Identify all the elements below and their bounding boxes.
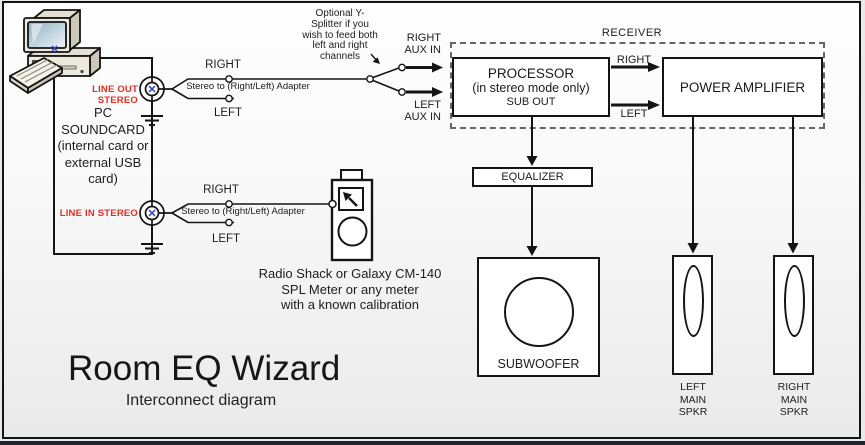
pc-soundcard-label: PC SOUNDCARD (internal card or external … <box>57 105 149 186</box>
equalizer-label: EQUALIZER <box>501 171 564 183</box>
adapter-in-label: Stereo to (Right/Left) Adapter <box>181 206 305 217</box>
receiver-label: RECEIVER <box>601 27 663 39</box>
subwoofer-label: SUBWOOFER <box>497 357 580 371</box>
page-subtitle: Interconnect diagram <box>125 392 277 409</box>
processor-mode-label: (in stereo mode only) <box>472 80 590 95</box>
spl-meter-note: Radio Shack or Galaxy CM-140 SPL Meter o… <box>258 266 442 312</box>
subwoofer-box: SUBWOOFER <box>477 257 600 377</box>
processor-label: PROCESSOR <box>487 65 575 81</box>
adapter-out-left-label: LEFT <box>213 107 243 119</box>
left-speaker-driver-icon <box>682 265 704 337</box>
left-aux-in-label: LEFT AUX IN <box>404 99 441 123</box>
line-out-stereo-label: LINE OUT STEREO <box>92 84 138 106</box>
line-in-stereo-label: LINE IN STEREO <box>59 208 138 219</box>
pc-soundcard-box <box>53 57 153 255</box>
left-main-spkr-label: LEFT MAIN SPKR <box>678 381 708 418</box>
bottom-edge-strip <box>0 441 865 445</box>
y-splitter-note: Optional Y- Splitter if you wish to feed… <box>302 8 378 63</box>
right-speaker-driver-icon <box>783 265 805 337</box>
processor-box: PROCESSOR (in stereo mode only) SUB OUT <box>452 57 610 117</box>
right-main-spkr-label: RIGHT MAIN SPKR <box>777 381 811 418</box>
right-aux-in-label: RIGHT AUX IN <box>404 32 441 56</box>
power-amplifier-label: POWER AMPLIFIER <box>679 79 806 95</box>
adapter-in-left-label: LEFT <box>211 233 241 245</box>
left-main-speaker-box <box>672 255 713 375</box>
adapter-out-right-label: RIGHT <box>205 59 241 71</box>
page-title: Room EQ Wizard <box>68 349 341 388</box>
subwoofer-driver-icon <box>504 277 574 347</box>
equalizer-box: EQUALIZER <box>472 167 593 187</box>
receiver-left-label: LEFT <box>620 108 648 120</box>
adapter-out-label: Stereo to (Right/Left) Adapter <box>186 81 310 92</box>
right-main-speaker-box <box>773 255 814 375</box>
adapter-in-right-label: RIGHT <box>203 184 239 196</box>
receiver-right-label: RIGHT <box>616 54 652 66</box>
sub-out-label: SUB OUT <box>506 95 556 108</box>
power-amplifier-box: POWER AMPLIFIER <box>662 57 823 117</box>
receiver-box <box>450 42 825 129</box>
